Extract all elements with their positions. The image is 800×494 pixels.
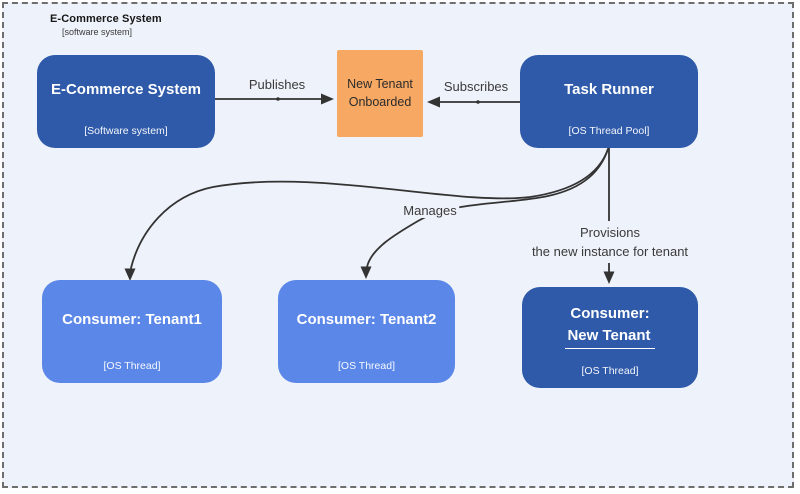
node-consumer-new-tenant[interactable]: Consumer: New Tenant [OS Thread] (522, 287, 698, 388)
boundary-subtitle: [software system] (62, 27, 133, 37)
node-consumer-tenant2[interactable]: Consumer: Tenant2 [OS Thread] (278, 280, 455, 383)
edge-label-provisions-line1: Provisions (580, 225, 640, 240)
boundary-title: E-Commerce System (50, 13, 162, 25)
node-title-line1: Consumer: (570, 305, 650, 322)
node-title: Consumer: New Tenant (565, 287, 655, 365)
node-title: E-Commerce System (50, 81, 202, 98)
edge-label-provisions-line2: the new instance for tenant (531, 244, 689, 259)
edge-label-publishes[interactable]: Publishes (245, 77, 309, 92)
node-subtitle: [OS Thread] (581, 365, 639, 377)
edge-label-subscribes[interactable]: Subscribes (440, 79, 512, 94)
edge-label-provisions[interactable]: Provisions the new instance for tenant (528, 223, 692, 261)
node-subtitle: [OS Thread] (337, 360, 395, 372)
node-title: Task Runner (564, 81, 654, 98)
node-subtitle: [OS Thread Pool] (568, 125, 650, 137)
boundary-label: E-Commerce System [software system] (50, 13, 162, 37)
edge-label-manages[interactable]: Manages (400, 203, 460, 218)
node-subtitle: [Software system] (84, 125, 168, 137)
note-text: New Tenant Onboarded (347, 77, 413, 109)
node-consumer-tenant1[interactable]: Consumer: Tenant1 [OS Thread] (42, 280, 222, 383)
node-title-line2: New Tenant (565, 325, 655, 349)
node-title: Consumer: Tenant2 (296, 311, 437, 328)
node-task-runner[interactable]: Task Runner [OS Thread Pool] (520, 55, 698, 148)
node-title: Consumer: Tenant1 (62, 311, 202, 328)
node-ecommerce-system[interactable]: E-Commerce System [Software system] (37, 55, 215, 148)
node-new-tenant-onboarded-note[interactable]: New Tenant Onboarded (337, 50, 423, 137)
node-subtitle: [OS Thread] (103, 360, 161, 372)
